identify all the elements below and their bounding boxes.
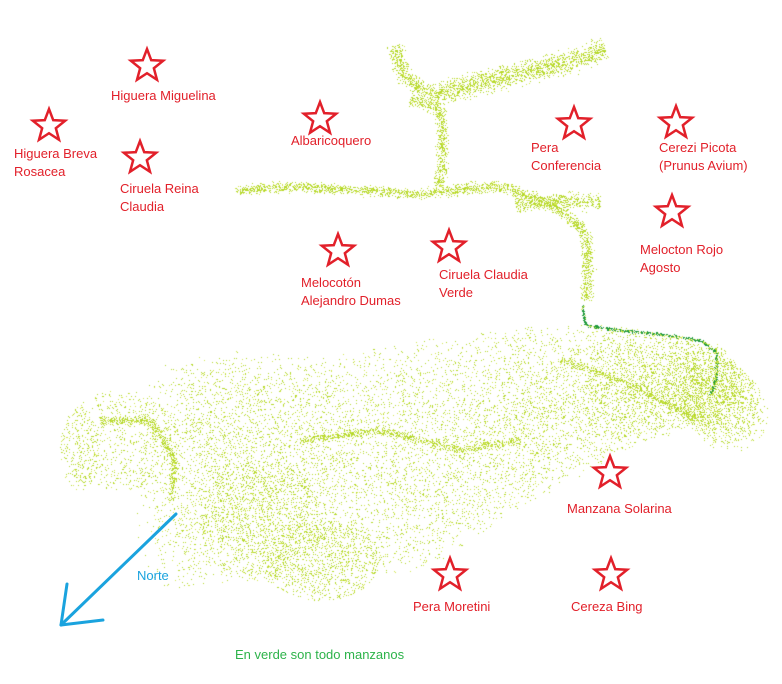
star-icon	[591, 554, 631, 592]
star-icon	[120, 137, 160, 175]
marker-label-cerezo-picota: Cerezi Picota (Prunus Avium)	[659, 140, 748, 173]
star-icon	[656, 102, 696, 140]
marker-label-pera-conferencia: Pera Conferencia	[531, 140, 602, 173]
marker-label-higuera-breva: Higuera Breva Rosacea	[14, 146, 98, 179]
marker-label-pera-moretini: Pera Moretini	[413, 599, 491, 614]
marker-label-ciruela-reina: Ciruela Reina Claudia	[120, 181, 199, 214]
star-icon	[429, 226, 469, 264]
marker-label-manzana-solarina: Manzana Solarina	[567, 501, 672, 516]
star-icon	[554, 103, 594, 141]
marker-label-melocoton-alejandro: Melocotón Alejandro Dumas	[301, 275, 401, 308]
star-icon	[127, 45, 167, 83]
star-icon	[652, 191, 692, 229]
marker-label-ciruela-verde: Ciruela Claudia Verde	[439, 267, 528, 300]
star-icon	[590, 452, 630, 490]
star-icon	[29, 105, 69, 143]
star-icon	[318, 230, 358, 268]
marker-label-albaricoquero: Albaricoquero	[291, 133, 372, 148]
marker-label-higuera-miguelina: Higuera Miguelina	[111, 88, 216, 103]
star-icon	[430, 554, 470, 592]
marker-label-melocoton-rojo: Melocton Rojo Agosto	[640, 242, 724, 275]
legend-note: En verde son todo manzanos	[235, 647, 405, 662]
north-label: Norte	[137, 568, 169, 583]
star-icon	[300, 98, 340, 136]
marker-label-cereza-bing: Cereza Bing	[571, 599, 643, 614]
